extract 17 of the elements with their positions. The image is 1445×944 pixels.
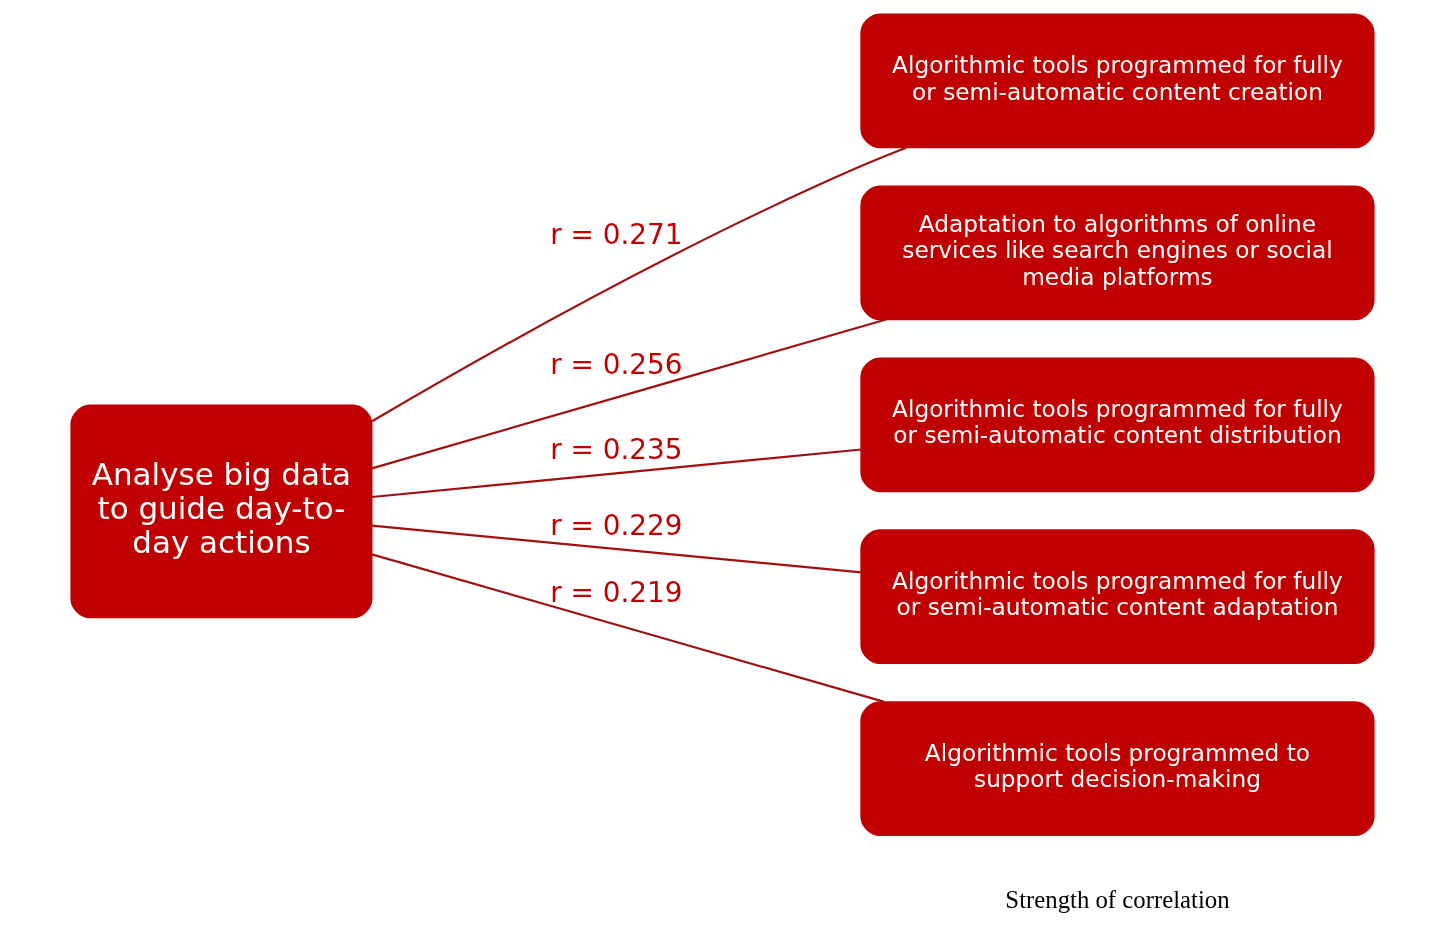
connector <box>371 448 862 499</box>
edge-label: r = 0.229 <box>550 509 683 543</box>
node-box: Algorithmic tools programmed for fully or semi-automatic content adaptation <box>860 529 1375 665</box>
node-box: Algorithmic tools programmed to support decision-making <box>860 701 1375 836</box>
connector <box>371 146 907 423</box>
node-box: Adaptation to algorithms of online services like search engines or social media platforms <box>860 185 1375 321</box>
edge-label: r = 0.235 <box>550 433 683 467</box>
edge-label: r = 0.256 <box>550 348 683 382</box>
node-box: Algorithmic tools programmed for fully or semi-automatic content distribution <box>860 357 1375 493</box>
connector <box>371 524 862 574</box>
connector <box>371 553 885 703</box>
node-box: Analyse big data to guide day-to-day actions <box>70 404 373 619</box>
node-box: Algorithmic tools programmed for fully or semi-automatic content creation <box>860 13 1375 149</box>
edge-label: r = 0.271 <box>550 218 683 252</box>
label: Strength of correlation <box>1005 885 1230 913</box>
connector <box>371 318 887 470</box>
edge-label: r = 0.219 <box>550 575 683 609</box>
